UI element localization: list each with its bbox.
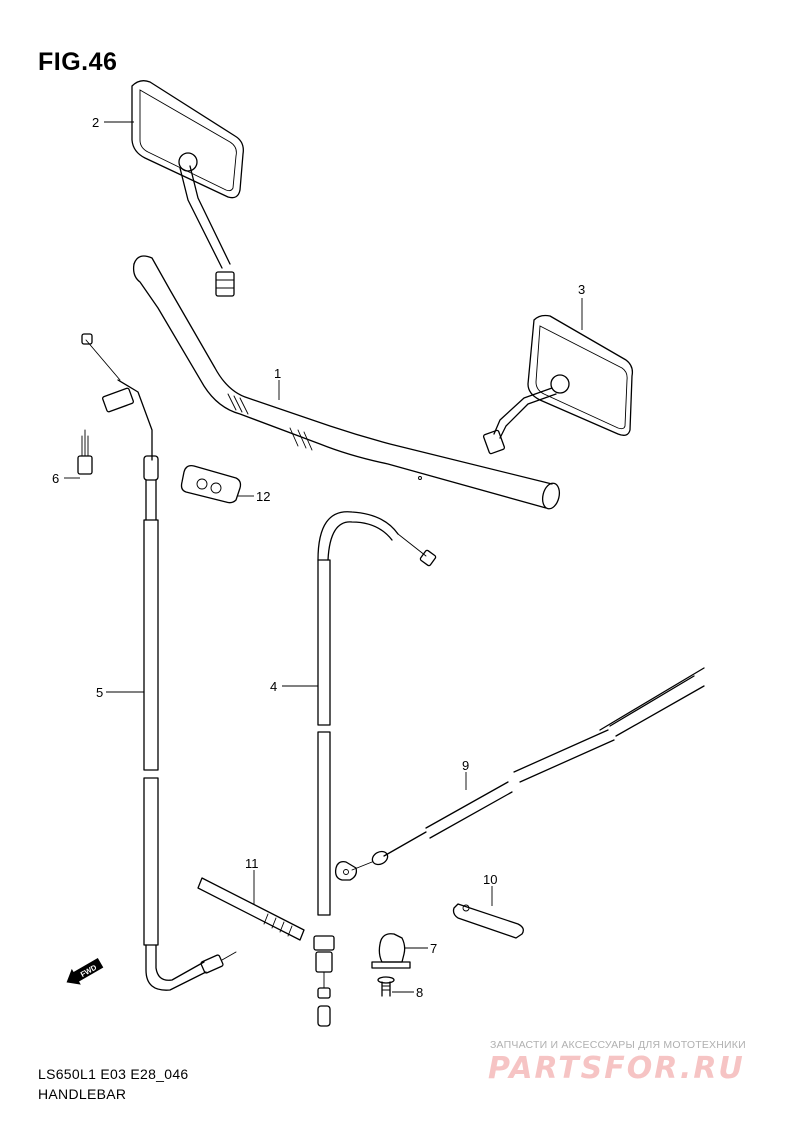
callout-10: 10 (483, 872, 497, 906)
screw-8[interactable] (377, 976, 395, 997)
svg-text:12: 12 (256, 489, 270, 504)
cable-5[interactable] (81, 333, 237, 991)
callout-1: 1 (274, 366, 281, 400)
svg-text:6: 6 (52, 471, 59, 486)
svg-text:3: 3 (578, 282, 585, 297)
callout-3: 3 (578, 282, 585, 330)
watermark-logo: PARTSFOR.RU (488, 1051, 745, 1086)
clamp-12[interactable] (180, 464, 242, 504)
handlebar[interactable] (132, 255, 562, 511)
svg-text:10: 10 (483, 872, 497, 887)
callout-6: 6 (52, 471, 80, 486)
model-code: LS650L1 E03 E28_046 (38, 1066, 189, 1082)
callout-9: 9 (462, 758, 469, 790)
svg-text:4: 4 (270, 679, 277, 694)
mirror-left[interactable] (131, 80, 244, 297)
svg-text:5: 5 (96, 685, 103, 700)
clamp-10[interactable] (452, 903, 524, 939)
svg-text:2: 2 (92, 115, 99, 130)
callout-11: 11 (245, 856, 259, 904)
strap-11[interactable] (197, 877, 305, 941)
svg-text:9: 9 (462, 758, 469, 773)
svg-text:7: 7 (430, 941, 437, 956)
figure-caption: HANDLEBAR (38, 1086, 127, 1102)
watermark-caption: ЗАПЧАСТИ И АКСЕССУАРЫ ДЛЯ МОТОТЕХНИКИ (490, 1039, 746, 1051)
clamp-7[interactable] (371, 933, 411, 969)
callout-4: 4 (270, 679, 318, 694)
callout-2: 2 (92, 115, 134, 130)
cable-4[interactable] (313, 511, 437, 1027)
svg-text:11: 11 (245, 856, 259, 871)
svg-text:8: 8 (416, 985, 423, 1000)
callout-8: 8 (392, 985, 423, 1000)
figure-title: FIG.46 (38, 48, 118, 76)
callout-7: 7 (404, 941, 437, 956)
mirror-right[interactable] (482, 314, 634, 455)
bolt-6[interactable] (77, 429, 93, 475)
svg-text:1: 1 (274, 366, 281, 381)
clutch-cable-9[interactable] (334, 667, 705, 881)
callout-5: 5 (96, 685, 144, 700)
callout-12: 12 (238, 489, 270, 504)
fwd-arrow-icon: FWD (66, 957, 104, 985)
